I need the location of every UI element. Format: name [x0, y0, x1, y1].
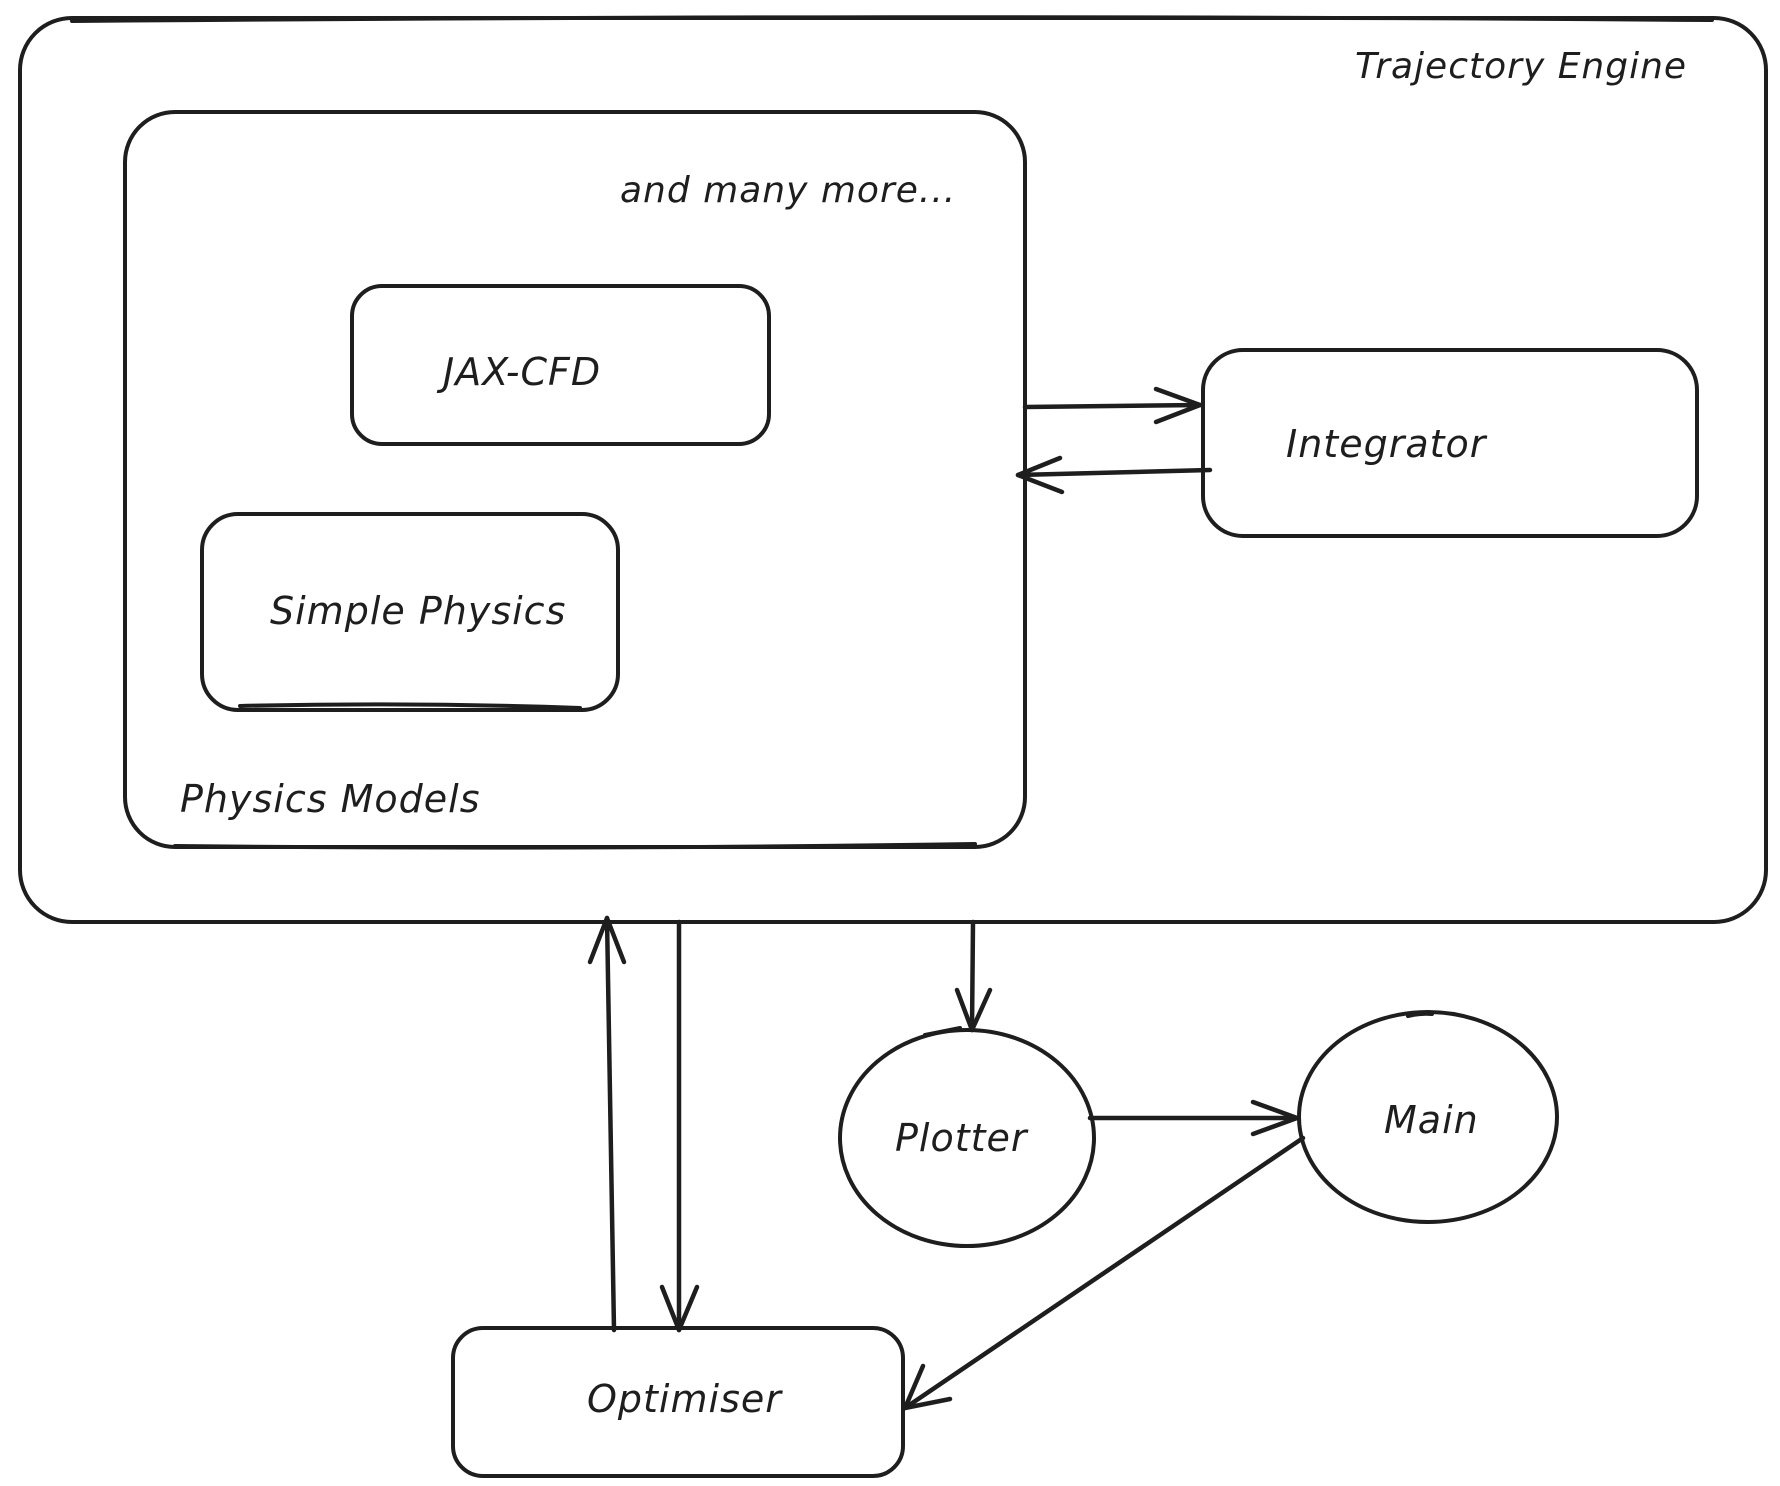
integrator-box[interactable]: Integrator [1201, 348, 1699, 538]
integrator-label: Integrator [1286, 422, 1488, 466]
plotter-label: Plotter [895, 1116, 1029, 1160]
optimiser-label: Optimiser [587, 1377, 783, 1421]
simple-physics-label: Simple Physics [270, 589, 566, 633]
many-more-label: and many more... [620, 170, 956, 211]
jax-cfd-box[interactable]: JAX-CFD [350, 284, 771, 446]
arrow-optimiser-to-engine [587, 915, 627, 1333]
trajectory-engine-label: Trajectory Engine [1355, 46, 1687, 87]
arrow-plotter-to-main [1087, 1099, 1300, 1137]
plotter-node[interactable]: Plotter [838, 1026, 1096, 1248]
arrow-physics-to-integrator [1022, 386, 1203, 425]
main-label: Main [1384, 1098, 1479, 1142]
optimiser-box[interactable]: Optimiser [451, 1326, 905, 1478]
physics-models-box[interactable]: Physics Models and many more... [123, 110, 1027, 850]
simple-physics-box[interactable]: Simple Physics [200, 512, 620, 712]
physics-models-label: Physics Models [180, 777, 481, 821]
arrow-main-to-optimiser [902, 1135, 1306, 1411]
arrow-engine-to-optimiser [659, 919, 700, 1333]
arrow-integrator-to-physics [1015, 455, 1213, 495]
trajectory-engine-box[interactable]: Trajectory Engine [18, 15, 1768, 924]
arrow-engine-to-plotter [954, 919, 993, 1033]
main-node[interactable]: Main [1297, 1010, 1559, 1224]
jax-cfd-label: JAX-CFD [436, 350, 601, 394]
